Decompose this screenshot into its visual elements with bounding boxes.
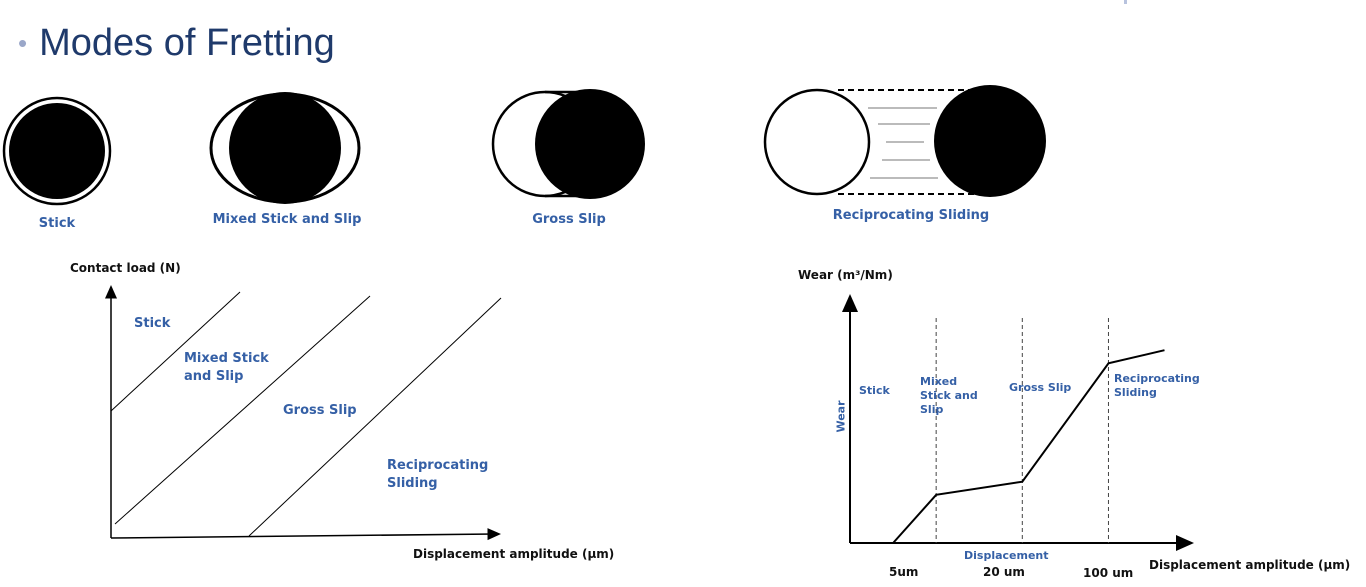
region-gross: Gross Slip: [283, 403, 357, 418]
stick-contact-illustration: [2, 96, 112, 206]
region-mixed-line1: Mixed Stick: [184, 351, 269, 366]
boundary-mixed-gross: [114, 295, 371, 525]
decorative-mark: [1124, 0, 1127, 4]
page-title: Modes of Fretting: [39, 22, 335, 64]
boundary-stick-mixed: [110, 291, 241, 412]
load-map-xlabel: Displacement amplitude (µm): [413, 547, 615, 561]
load-map-x-axis: [110, 528, 501, 541]
mode-label-mixed: Mixed Stick and Slip: [212, 212, 362, 227]
region-mixed-line2: and Slip: [184, 369, 244, 384]
mode-label-recip: Reciprocating Sliding: [832, 208, 990, 223]
region-stick: Stick: [134, 316, 171, 331]
wear-xtick-20um: 20 um: [983, 565, 1025, 579]
load-map-diagram: [105, 285, 502, 541]
gross-slip-contact-illustration: [491, 89, 645, 199]
wear-series-line: [892, 349, 1165, 544]
wear-region-mixed: Mixed Stick and Slip: [920, 375, 978, 416]
wear-chart: [842, 294, 1194, 551]
wear-region-gross: Gross Slip: [1009, 381, 1072, 394]
boundary-gross-recip: [248, 297, 502, 537]
wear-xtick-100um: 100 um: [1083, 566, 1134, 580]
title-bullet: •: [18, 28, 28, 58]
mode-label-stick: Stick: [38, 216, 76, 231]
slide-title-row: • Modes of Fretting: [18, 18, 335, 68]
reciprocating-contact-illustration: [763, 85, 1046, 197]
wear-ylabel: Wear (m³/Nm): [798, 268, 893, 282]
wear-region-stick: Stick: [859, 384, 890, 397]
wear-region-recip: Reciprocating Sliding: [1114, 372, 1200, 399]
region-recip-line2: Sliding: [387, 476, 438, 491]
mode-label-gross: Gross Slip: [532, 212, 606, 227]
wear-xlabel: Displacement amplitude (µm): [1149, 558, 1351, 572]
wear-xtick-5um: 5um: [889, 565, 919, 579]
mixed-contact-illustration: [209, 92, 361, 204]
wear-y-inner-label: Wear: [834, 400, 848, 433]
wear-x-inner-label: Displacement: [964, 549, 1049, 562]
region-recip-line1: Reciprocating: [387, 458, 489, 473]
load-map-ylabel: Contact load (N): [70, 261, 181, 275]
